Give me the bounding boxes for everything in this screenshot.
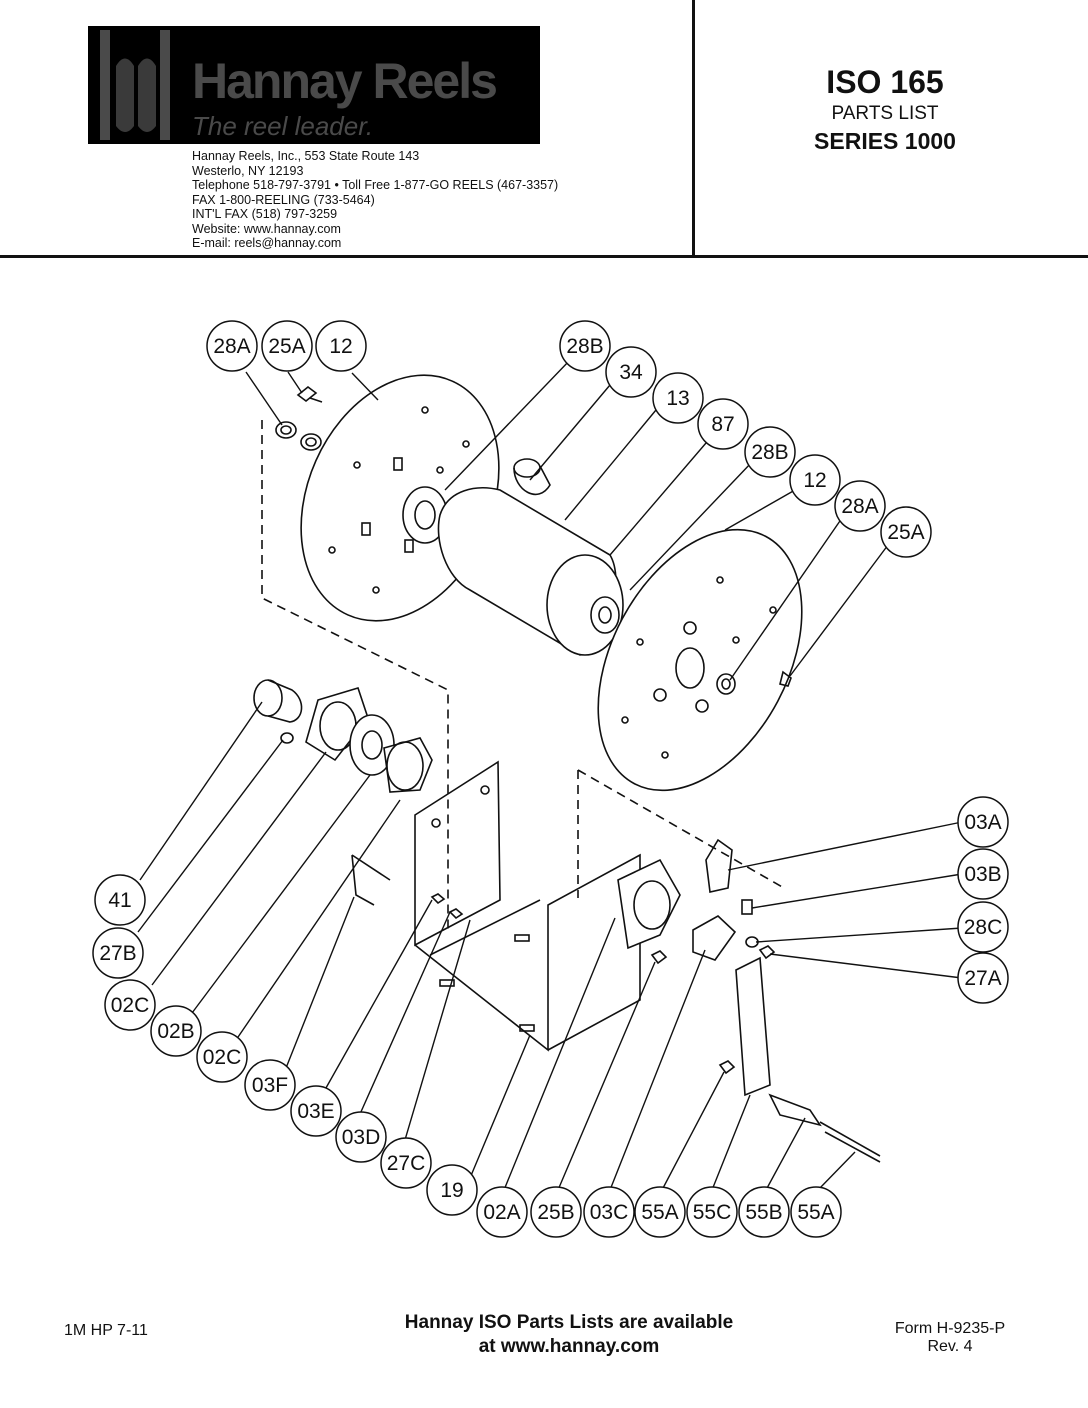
svg-text:28A: 28A [841, 495, 878, 518]
callout-55c: 55C [686, 1186, 738, 1238]
callout-12: 12 [789, 454, 841, 506]
callout-02b: 02B [150, 1005, 202, 1057]
svg-text:41: 41 [108, 889, 131, 912]
svg-text:13: 13 [666, 387, 689, 410]
svg-text:03C: 03C [590, 1201, 629, 1224]
callout-34: 34 [605, 346, 657, 398]
right-flange-part [597, 528, 803, 792]
svg-text:28B: 28B [751, 441, 788, 464]
svg-text:03D: 03D [342, 1126, 381, 1149]
diagram-drawing [253, 374, 881, 1163]
svg-text:28A: 28A [213, 335, 250, 358]
callout-55a: 55A [634, 1186, 686, 1238]
form-id: Form H-9235-P [894, 1320, 1006, 1337]
company-address: Hannay Reels, Inc., 553 State Route 143 … [192, 149, 558, 251]
form-number: Form H-9235-P Rev. 4 [860, 1320, 1040, 1356]
header-divider-vertical [692, 0, 695, 256]
svg-text:03E: 03E [297, 1100, 334, 1123]
callout-02a: 02A [476, 1186, 528, 1238]
header-divider-horizontal [0, 255, 1088, 258]
exploded-parts-diagram: 28A 25A 12 28B 34 13 87 28B 12 28A 25A 0… [92, 320, 1009, 1238]
svg-text:02A: 02A [483, 1201, 520, 1224]
callout-19: 19 [426, 1164, 478, 1216]
address-line: Hannay Reels, Inc., 553 State Route 143 [192, 149, 420, 163]
svg-text:28C: 28C [964, 916, 1003, 939]
svg-text:55B: 55B [745, 1201, 782, 1224]
availability-line: Hannay ISO Parts Lists are available [404, 1312, 734, 1333]
callout-02c: 02C [104, 979, 156, 1031]
svg-text:27A: 27A [964, 967, 1001, 990]
callout-41: 41 [94, 874, 146, 926]
callout-25a: 25A [261, 320, 313, 372]
svg-text:25A: 25A [887, 521, 924, 544]
callout-28b: 28B [559, 320, 611, 372]
reel-logo-icon [100, 30, 170, 140]
logo-name: Hannay Reels [192, 53, 498, 109]
print-code: 1M HP 7-11 [64, 1322, 148, 1339]
callout-25a: 25A [880, 506, 932, 558]
callout-55a: 55A [790, 1186, 842, 1238]
address-line: FAX 1-800-REELING (733-5464) [192, 192, 375, 207]
logo-tagline: The reel leader. [192, 111, 374, 141]
address-line: Website: www.hannay.com [192, 221, 341, 236]
crank-handle-part [735, 956, 771, 1097]
svg-text:27C: 27C [387, 1152, 426, 1175]
callout-28a: 28A [834, 480, 886, 532]
revision: Rev. 4 [927, 1338, 973, 1355]
callout-27b: 27B [92, 927, 144, 979]
callout-27a: 27A [957, 952, 1009, 1004]
callout-87: 87 [697, 398, 749, 450]
svg-text:25B: 25B [537, 1201, 574, 1224]
callout-12: 12 [315, 320, 367, 372]
callout-03c: 03C [583, 1186, 635, 1238]
callout-03b: 03B [957, 848, 1009, 900]
callout-03a: 03A [957, 796, 1009, 848]
callout-27c: 27C [380, 1137, 432, 1189]
svg-text:27B: 27B [99, 942, 136, 965]
svg-text:03F: 03F [252, 1074, 288, 1097]
svg-text:55A: 55A [797, 1201, 834, 1224]
address-line: E-mail: reels@hannay.com [192, 236, 342, 250]
callout-03e: 03E [290, 1085, 342, 1137]
svg-text:25A: 25A [268, 335, 305, 358]
svg-text:12: 12 [329, 335, 352, 358]
callout-28a: 28A [206, 320, 258, 372]
svg-text:34: 34 [619, 361, 643, 384]
callout-55b: 55B [738, 1186, 790, 1238]
website-link[interactable]: at www.hannay.com [478, 1336, 660, 1357]
svg-text:55C: 55C [693, 1201, 732, 1224]
callout-bubbles: 28A 25A 12 28B 34 13 87 28B 12 28A 25A 0… [92, 320, 1009, 1238]
callout-02c: 02C [196, 1031, 248, 1083]
address-line: Westerlo, NY 12193 [192, 163, 304, 178]
svg-text:28B: 28B [566, 335, 603, 358]
callout-25b: 25B [530, 1186, 582, 1238]
address-line: Telephone 518-797-3791 • Toll Free 1-877… [192, 178, 559, 192]
svg-text:02C: 02C [203, 1046, 242, 1069]
callout-13: 13 [652, 372, 704, 424]
svg-text:12: 12 [803, 469, 826, 492]
address-line: INT'L FAX (518) 797-3259 [192, 207, 338, 221]
svg-text:55A: 55A [641, 1201, 678, 1224]
frame-part [414, 760, 501, 947]
callout-03f: 03F [244, 1059, 296, 1111]
callout-28b: 28B [744, 426, 796, 478]
logo-banner [88, 26, 540, 144]
callout-03d: 03D [335, 1111, 387, 1163]
svg-text:03A: 03A [964, 811, 1001, 834]
document-title: ISO 165 [826, 64, 944, 100]
svg-text:02B: 02B [157, 1020, 194, 1043]
document-series: SERIES 1000 [814, 128, 956, 154]
leader-lines [137, 359, 963, 1191]
callout-28c: 28C [957, 901, 1009, 953]
document-subtitle: PARTS LIST [831, 103, 939, 124]
availability-note: Hannay ISO Parts Lists are available at … [344, 1311, 794, 1359]
svg-text:19: 19 [440, 1179, 463, 1202]
svg-text:87: 87 [711, 413, 734, 436]
svg-text:02C: 02C [111, 994, 150, 1017]
svg-text:03B: 03B [964, 863, 1001, 886]
